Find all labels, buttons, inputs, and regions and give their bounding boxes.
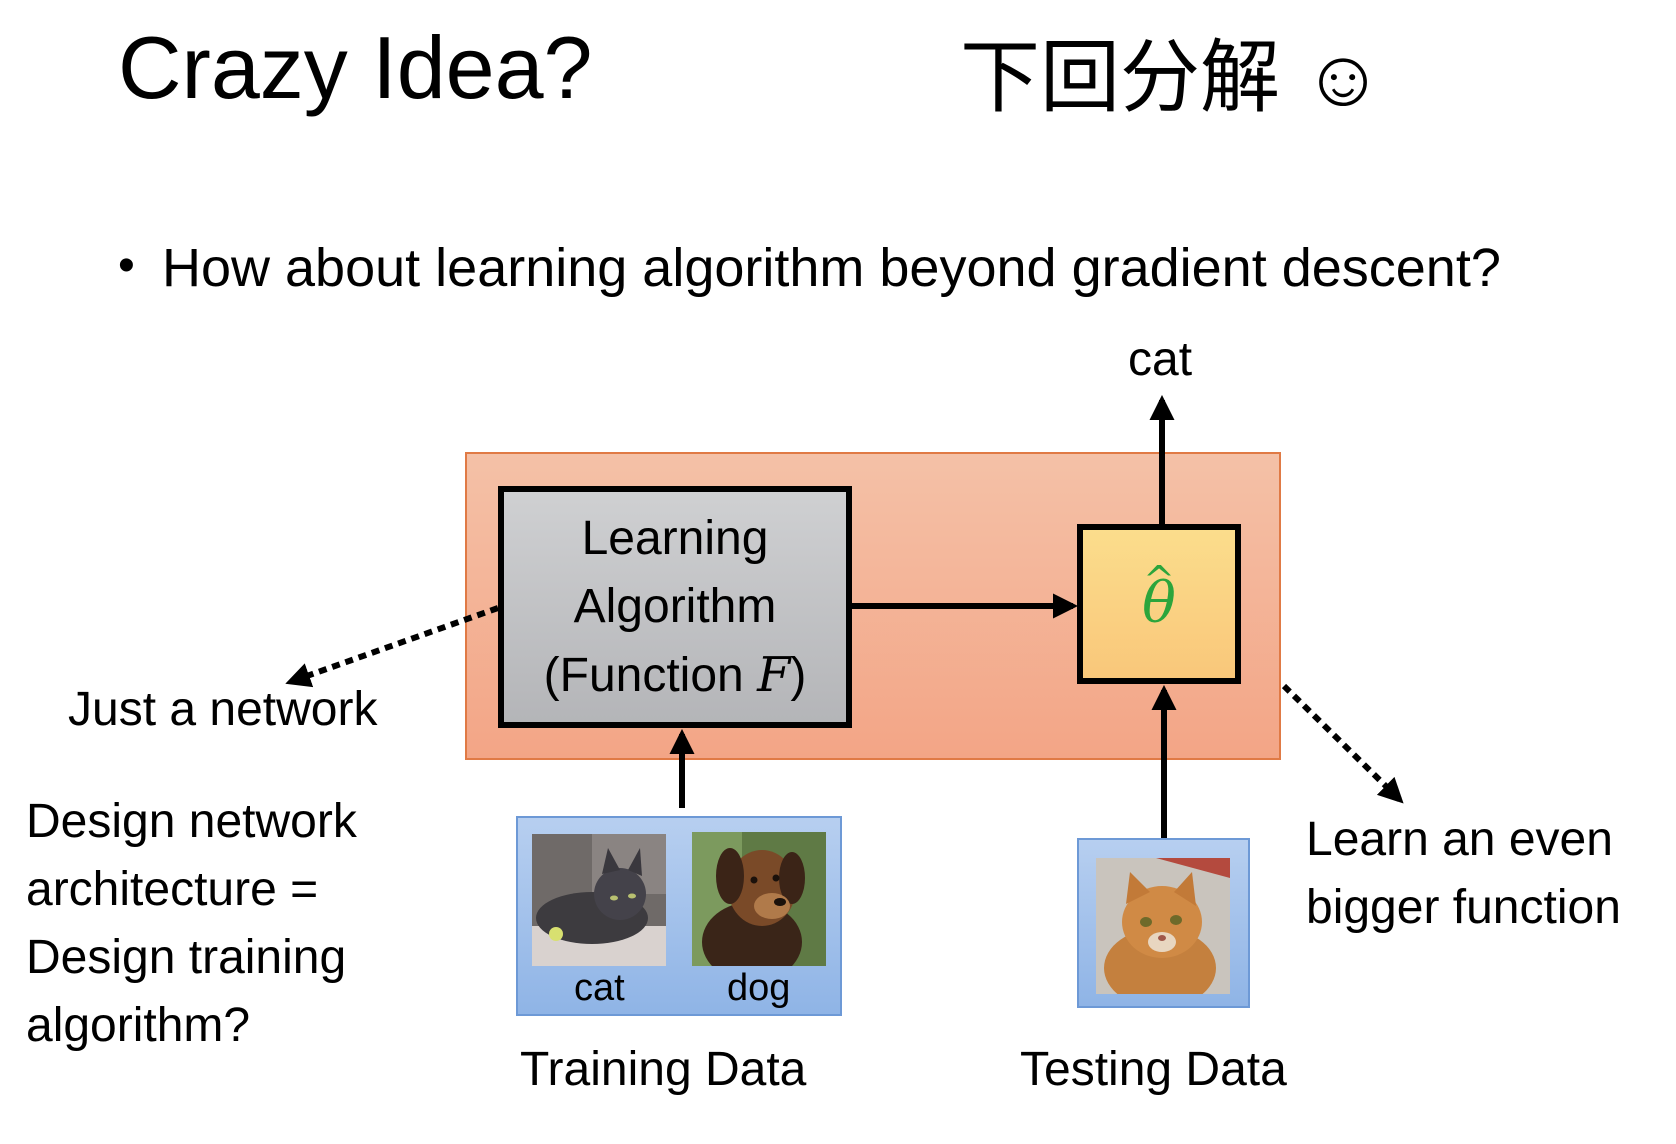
training-label-cat: cat — [574, 967, 625, 1009]
learning-box-line-3: (Function F) — [544, 641, 807, 710]
bullet-text: How about learning algorithm beyond grad… — [162, 238, 1501, 298]
bullet-marker: • — [118, 239, 135, 292]
learning-box-line-3-suffix: ) — [790, 648, 807, 702]
training-label-dog: dog — [727, 967, 791, 1009]
learning-box-line-3-prefix: (Function — [543, 648, 758, 702]
theta-letter: θ — [1142, 571, 1176, 636]
testing-data-caption: Testing Data — [1020, 1043, 1287, 1096]
function-variable: F — [757, 646, 791, 703]
page-title: Crazy Idea? — [118, 18, 593, 117]
design-question-note: Design network architecture = Design tra… — [26, 795, 357, 1052]
learning-box-line-2: Algorithm — [573, 579, 777, 633]
test-cat-photo — [1096, 858, 1230, 994]
dotted-arrow-just-network — [285, 605, 500, 688]
learning-box-line-1: Learning — [581, 511, 769, 565]
dog-photo — [692, 832, 826, 966]
training-data-caption: Training Data — [520, 1043, 807, 1096]
page-subtitle: 下回分解 ☺ — [960, 33, 1384, 122]
just-a-network-note: Just a network — [68, 683, 378, 736]
bigger-function-note: Learn an even bigger function — [1306, 813, 1621, 934]
dotted-arrow-bigger-function — [1281, 683, 1404, 804]
cat-photo — [532, 834, 666, 966]
learning-algorithm-box: Learning Algorithm (Function F) — [498, 486, 852, 728]
theta-hat-box: ^θ — [1077, 524, 1241, 684]
output-label: cat — [1128, 333, 1193, 386]
theta-hat-symbol: ^θ — [1142, 558, 1176, 636]
theta-hat-accent: ^ — [1143, 558, 1175, 602]
